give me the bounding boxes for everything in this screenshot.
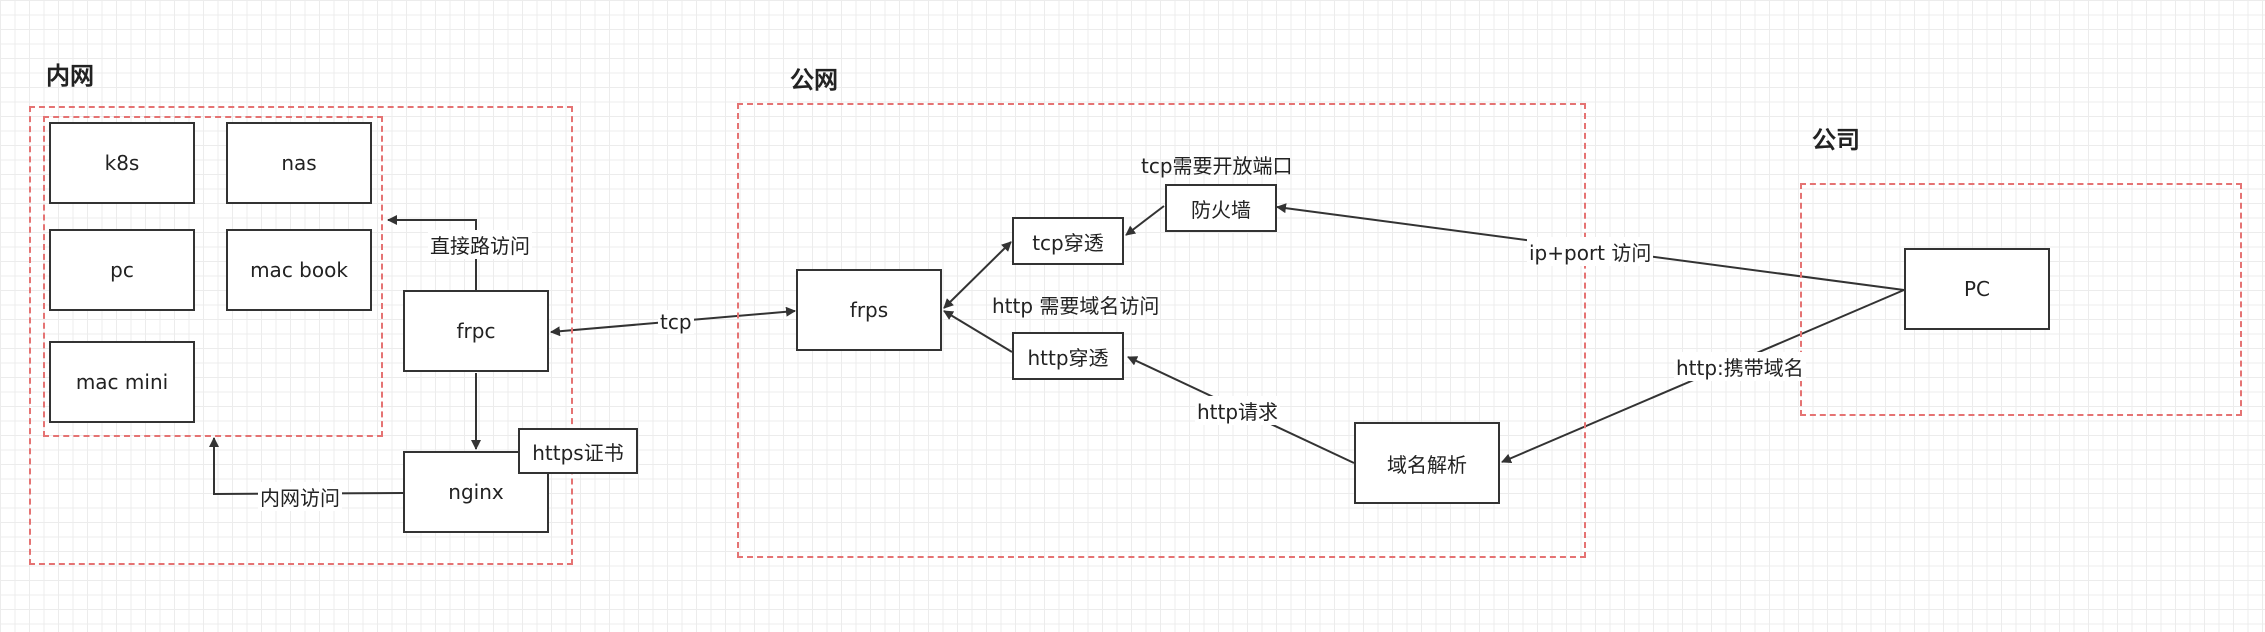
edge-http-tunnel-to-frps (943, 310, 1013, 353)
node-http-tunnel[interactable]: http穿透 (1012, 332, 1124, 380)
label-tcp-open-port: tcp需要开放端口 (1141, 154, 1293, 178)
edge-frps-tcp-tunnel (943, 241, 1012, 309)
label-intranet-access: 内网访问 (258, 482, 342, 511)
node-https-cert[interactable]: https证书 (518, 428, 638, 474)
label-ip-port-access: ip+port 访问 (1527, 237, 1654, 266)
node-dns[interactable]: 域名解析 (1354, 422, 1500, 504)
node-frps[interactable]: frps (796, 269, 942, 351)
label-direct-route: 直接路访问 (428, 230, 532, 259)
node-frpc[interactable]: frpc (403, 290, 549, 372)
zone-title-intranet: 内网 (46, 62, 94, 90)
node-pc-company[interactable]: PC (1904, 248, 2050, 330)
edge-frpc-to-lan-direct (387, 215, 477, 290)
label-http-need-domain: http 需要域名访问 (992, 294, 1160, 318)
label-http-request: http请求 (1195, 396, 1281, 425)
node-firewall[interactable]: 防火墙 (1165, 184, 1277, 232)
node-tcp-tunnel[interactable]: tcp穿透 (1012, 217, 1124, 265)
label-http-with-domain: http:携带域名 (1674, 352, 1806, 381)
node-macbook[interactable]: mac book (226, 229, 372, 311)
node-nas[interactable]: nas (226, 122, 372, 204)
zone-public (737, 103, 1586, 558)
zone-title-public: 公网 (790, 66, 838, 94)
zone-intranet-devices (43, 116, 383, 437)
node-k8s[interactable]: k8s (49, 122, 195, 204)
zone-title-company: 公司 (1812, 126, 1860, 154)
node-pc-lan[interactable]: pc (49, 229, 195, 311)
label-tcp: tcp (658, 310, 694, 334)
node-macmini[interactable]: mac mini (49, 341, 195, 423)
zone-company (1800, 183, 2242, 416)
zone-intranet (29, 106, 573, 565)
edge-firewall-to-tcp-tunnel (1125, 205, 1165, 236)
